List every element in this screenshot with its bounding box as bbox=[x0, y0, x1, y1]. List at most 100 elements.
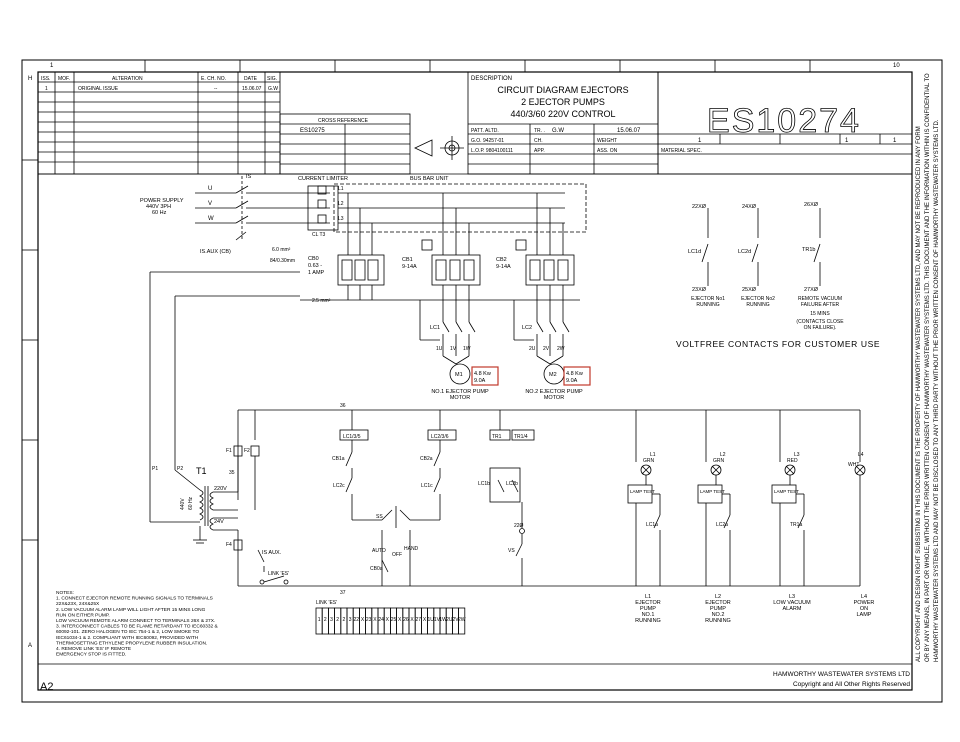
m1-rating-box bbox=[471, 366, 499, 386]
lamp2-contact: LC2a bbox=[716, 522, 728, 528]
limiter-element-1 bbox=[317, 185, 327, 195]
lamp2-caption-3: PUMP bbox=[710, 606, 726, 612]
terminal-strip-label: LINK 'ES' bbox=[316, 600, 337, 606]
lamp3-color: RED bbox=[787, 458, 798, 464]
t1-secondary-24: 24V bbox=[214, 519, 224, 525]
lamp2-caption-2: EJECTOR bbox=[705, 600, 731, 606]
sheet-num-2: 1 bbox=[845, 138, 849, 144]
note-line: LOW VACUUM REMOTE ALARM CONNECT TO TERMI… bbox=[56, 618, 215, 624]
vf2-caption-2: RUNNING bbox=[746, 302, 769, 308]
wire-36: 36 bbox=[340, 403, 346, 409]
terminal-cell-label: 2 bbox=[343, 617, 346, 623]
hand-label: HAND bbox=[404, 546, 419, 552]
lamp4-tag: L4 bbox=[858, 452, 864, 458]
off-label: OFF bbox=[392, 552, 402, 558]
terminal-cell-label: 1 bbox=[318, 617, 321, 623]
terminal-cell-label: X bbox=[398, 617, 402, 623]
tr1-box-label: TR1/4 bbox=[514, 434, 528, 440]
go-field: G.O. 94257-01 bbox=[471, 138, 504, 144]
lamp-branch-1 bbox=[627, 410, 661, 586]
note-line: 4. REMOVE LINK 'ES' IF REMOTE bbox=[56, 646, 131, 652]
note-line: RUN ON EITHER PUMP. bbox=[56, 612, 110, 618]
bus-bar-label: BUS BAR UNIT bbox=[410, 176, 449, 182]
lamp1-contact: LC1a bbox=[646, 522, 658, 528]
terminal-cell-label: 24 bbox=[378, 617, 384, 623]
link-es-label: LINK 'ES' bbox=[268, 571, 289, 577]
lc1c-label: LC1c bbox=[421, 483, 433, 489]
rev-row-date: 15.06.07 bbox=[242, 86, 262, 92]
vf1-caption-1: EJECTOR No1 bbox=[691, 296, 725, 302]
m2-term-u: 2U bbox=[529, 346, 536, 352]
app-field: APP. bbox=[534, 148, 545, 154]
terminal-cell-label: X bbox=[423, 617, 427, 623]
lamp2-tag: L2 bbox=[720, 452, 726, 458]
m1-term-w: 1W bbox=[463, 346, 471, 352]
t1-secondary-220: 220V bbox=[214, 486, 227, 492]
vs-label: VS bbox=[508, 548, 515, 554]
terminal-cell-label: X bbox=[373, 617, 377, 623]
wire-p1: P1 bbox=[152, 466, 158, 472]
cable-size-3: 2.5 mm² bbox=[312, 298, 331, 304]
vf3-caption-3: 15 MINS bbox=[810, 311, 830, 317]
terminal-cell-label: 1W bbox=[439, 617, 447, 623]
lc2-coil-label: LC2/3/6 bbox=[431, 434, 449, 440]
lamp4-caption-4: LAMP bbox=[857, 612, 872, 618]
cross-reference-label: CROSS REFERENCE bbox=[318, 118, 369, 124]
sheet-size: A2 bbox=[40, 681, 53, 693]
auto-label: AUTO bbox=[372, 548, 386, 554]
m1-rating-kw: 4.8 Kw bbox=[474, 371, 491, 377]
terminal-cell-label: 22 bbox=[354, 617, 360, 623]
terminal-cell-label: 2V bbox=[452, 617, 459, 623]
breaker-cb1 bbox=[419, 193, 481, 385]
col-mark-first: 1 bbox=[50, 63, 54, 69]
lc1b-label: LC1b bbox=[478, 481, 490, 487]
cb0-label-1: CB0 bbox=[308, 256, 319, 262]
voltfree-contact-1 bbox=[701, 208, 709, 286]
wire-37: 37 bbox=[340, 590, 346, 596]
cb0-label-2: 0.63 - bbox=[308, 263, 322, 269]
ass-on-field: ASS. ON bbox=[597, 148, 618, 154]
bus-bars bbox=[338, 192, 565, 224]
terminal-cell-label: 26 bbox=[403, 617, 409, 623]
lamp4-color: WHT bbox=[848, 462, 859, 468]
footer-company: HAMWORTHY WASTEWATER SYSTEMS LTD bbox=[773, 671, 910, 678]
lamp2-caption-4: NO.2 bbox=[712, 612, 725, 618]
lamp3-caption-2: LOW VACUUM bbox=[773, 600, 811, 606]
phase-w: W bbox=[208, 216, 214, 222]
is-aux-contact bbox=[257, 549, 289, 585]
t1-primary-hz: 60 Hz bbox=[188, 496, 194, 510]
rev-header-date: DATE bbox=[244, 76, 258, 82]
patt-altd: PATT. ALTD. bbox=[471, 128, 499, 134]
lamp1-caption-3: PUMP bbox=[640, 606, 656, 612]
note-line: 1. CONNECT EJECTOR REMOTE RUNNING SIGNAL… bbox=[56, 596, 213, 602]
ch-field: CH. bbox=[534, 138, 543, 144]
lamp3-contact: TR1a bbox=[790, 522, 802, 528]
lc2b-label: LC2b bbox=[506, 481, 518, 487]
cross-reference-value: ES10275 bbox=[300, 128, 325, 134]
wire-35: 35 bbox=[229, 470, 235, 476]
m1-caption-1: NO.1 EJECTOR PUMP bbox=[431, 389, 489, 395]
lamp2-caption-1: L2 bbox=[715, 594, 721, 600]
cb0-label-3: 1 AMP bbox=[308, 270, 325, 276]
lc2-label: LC2 bbox=[522, 325, 532, 331]
terminal-cell-label: 2 bbox=[324, 617, 327, 623]
terminal-cell-label: X bbox=[386, 617, 390, 623]
lamp-branch-4 bbox=[854, 410, 866, 586]
footer-rights: Copyright and All Other Rights Reserved bbox=[793, 681, 910, 688]
lamp4-caption-3: ON bbox=[860, 606, 868, 612]
vf3-caption-5: ON FAILURE). bbox=[804, 325, 837, 331]
note-line: IEC61034-1 & 2. COMPLIANT WITH IEC60092,… bbox=[56, 635, 199, 641]
m2-rating-kw: 4.8 Kw bbox=[566, 371, 583, 377]
m1-rating-a: 9.0A bbox=[474, 378, 486, 384]
description-line-1: CIRCUIT DIAGRAM EJECTORS bbox=[497, 85, 628, 95]
terminal-cell-label: 25 bbox=[391, 617, 397, 623]
v220-label: 22Ø bbox=[514, 523, 524, 529]
current-limiter-label: CURRENT LIMITER bbox=[298, 176, 348, 182]
limiter-element-3 bbox=[317, 214, 327, 224]
breaker-cb2 bbox=[513, 193, 575, 385]
lamp3-tag: L3 bbox=[794, 452, 800, 458]
terminal-cell-label: 3 bbox=[330, 617, 333, 623]
m2-rating-box bbox=[563, 366, 591, 386]
